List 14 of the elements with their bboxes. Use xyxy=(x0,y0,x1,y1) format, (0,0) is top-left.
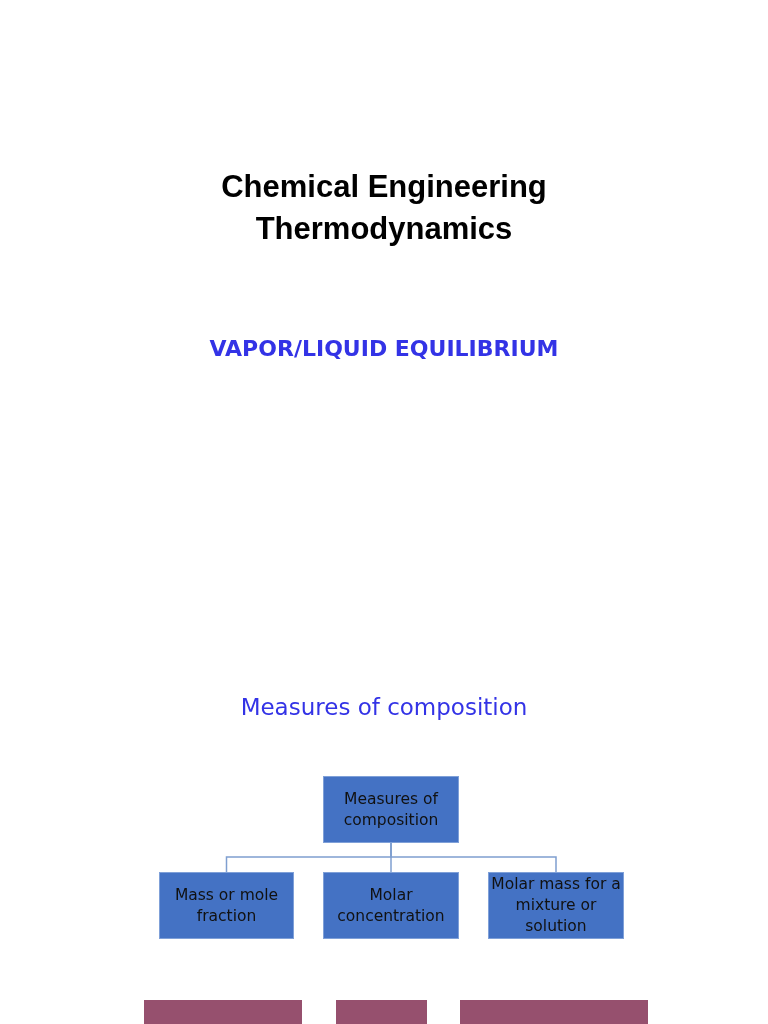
box-text: Measures of composition xyxy=(343,788,439,831)
formula-box xyxy=(460,1000,648,1024)
section-heading: VAPOR/LIQUID EQUILIBRIUM xyxy=(208,336,560,361)
box-text: Molar mass for a mixture or solution xyxy=(490,874,622,937)
concept-box xyxy=(323,776,459,843)
box-text: Molar concentration xyxy=(336,884,446,927)
concept-box xyxy=(159,872,294,939)
subheading: Measures of composition xyxy=(239,694,529,720)
concept-box xyxy=(323,872,459,939)
box-text: Mass or mole fraction xyxy=(173,884,280,927)
slide-title: Chemical Engineering Thermodynamics xyxy=(220,168,548,248)
formula-box xyxy=(336,1000,427,1024)
connector-line xyxy=(390,842,557,873)
formula-box xyxy=(144,1000,302,1024)
